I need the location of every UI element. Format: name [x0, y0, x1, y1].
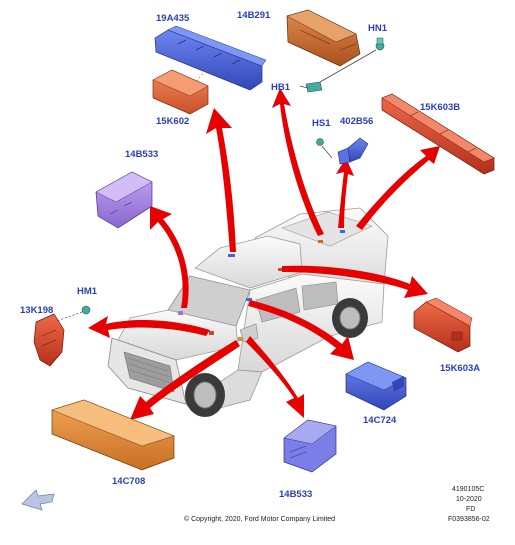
component-markers [178, 230, 345, 341]
component-402b56 [337, 137, 369, 165]
label-13k198: 13K198 [20, 305, 54, 316]
component-hs1 [316, 138, 333, 159]
drawing-region: FD [466, 506, 476, 513]
component-14b533-top [95, 171, 153, 229]
component-19a435 [154, 25, 267, 91]
label-14b533-bottom: 14B533 [279, 489, 313, 500]
label-19a435: 19A435 [156, 13, 190, 24]
component-hn1 [319, 37, 385, 83]
component-14c708 [51, 399, 175, 471]
label-402b56: 402B56 [340, 116, 374, 127]
component-hb1 [299, 81, 323, 93]
component-13k198 [33, 313, 65, 367]
component-14b291 [286, 9, 361, 67]
label-hs1: HS1 [312, 118, 331, 129]
label-15k603a: 15K603A [440, 363, 481, 374]
label-hm1: HM1 [77, 286, 98, 297]
component-14b533-bottom [283, 419, 337, 473]
copyright-notice: © Copyright, 2020, Ford Motor Company Li… [184, 516, 336, 523]
location-arrows [88, 88, 440, 420]
component-hm1 [53, 305, 91, 323]
label-hb1: HB1 [271, 82, 291, 93]
label-14b291: 14B291 [237, 10, 271, 21]
label-14c708: 14C708 [112, 476, 146, 487]
drawing-doc-id: F0393856-02 [448, 516, 490, 523]
component-15k603b [381, 93, 495, 175]
component-14c724 [345, 361, 407, 411]
component-15k602 [152, 69, 209, 115]
label-15k602: 15K602 [156, 116, 190, 127]
drawing-date: 10-2020 [456, 496, 482, 503]
label-hn1: HN1 [368, 23, 388, 34]
label-15k603b: 15K603B [420, 102, 461, 113]
label-14b533-top: 14B533 [125, 149, 159, 160]
front-direction-arrow-icon [21, 489, 55, 511]
component-15k603a [413, 297, 473, 353]
label-14c724: 14C724 [363, 415, 397, 426]
drawing-code: 4190105C [452, 486, 485, 493]
